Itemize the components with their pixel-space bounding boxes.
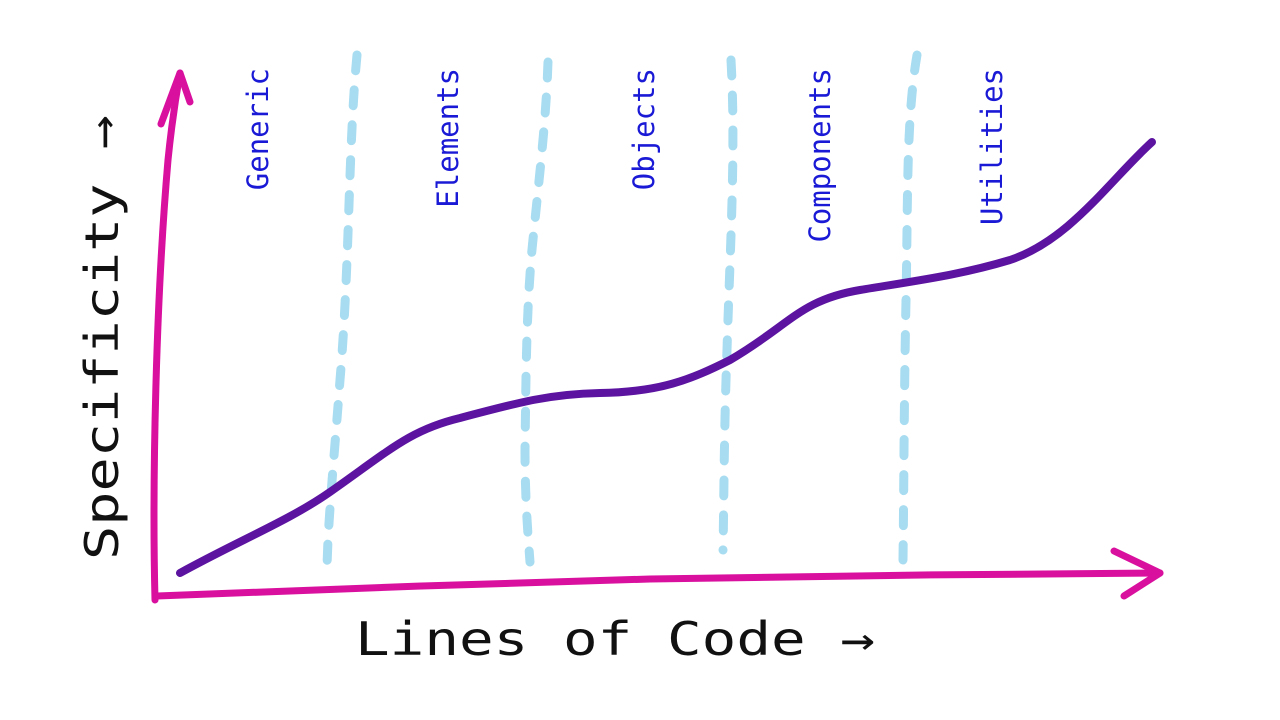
- x-axis-arrowhead-icon: [1110, 547, 1164, 600]
- layer-label-generic: Generic: [241, 68, 275, 190]
- y-axis-arrowhead-icon: [157, 69, 194, 128]
- layer-label-utilities: Utilities: [975, 68, 1009, 225]
- layer-label-elements: Elements: [431, 68, 465, 208]
- x-axis-label: Lines of Code →: [355, 612, 875, 666]
- x-axis-line: [153, 569, 1164, 600]
- divider-1: [322, 50, 362, 573]
- specificity-curve: [176, 138, 1156, 577]
- y-axis-line: [150, 69, 184, 604]
- divider-4: [898, 50, 922, 565]
- y-axis-label: Specificity →: [75, 115, 129, 560]
- divider-3: [718, 55, 738, 555]
- layer-label-components: Components: [803, 68, 837, 243]
- divider-2: [520, 57, 553, 567]
- layer-label-objects: Objects: [627, 68, 661, 190]
